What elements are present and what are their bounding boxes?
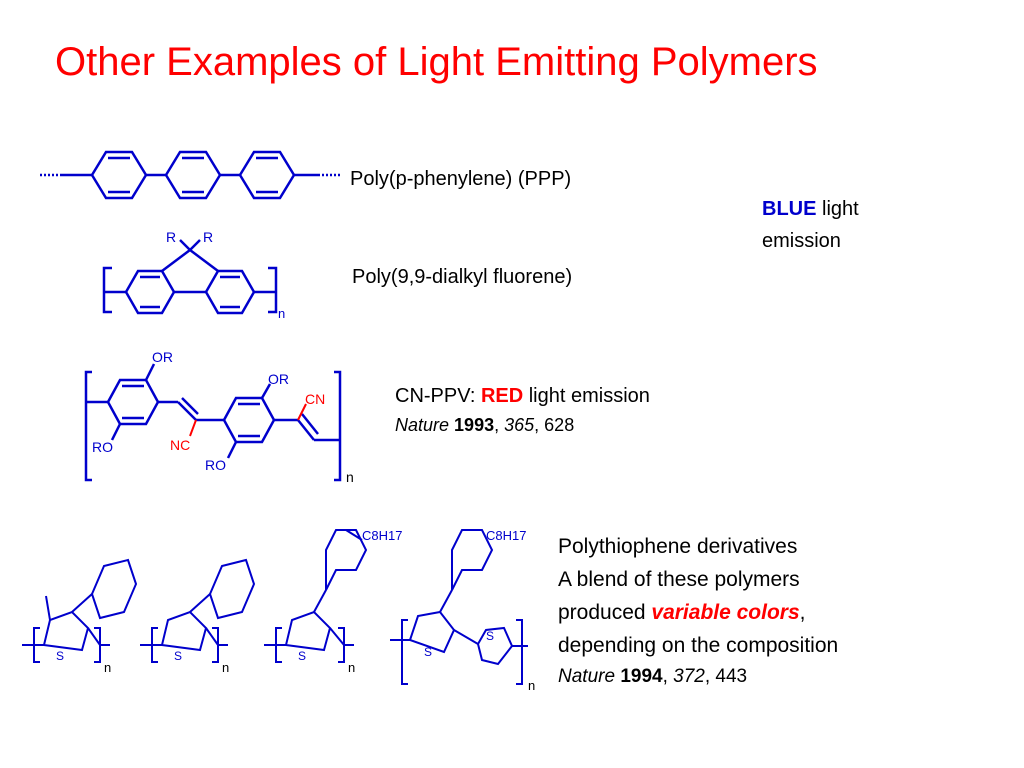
thio-line4: depending on the composition — [558, 634, 839, 657]
cnppv-year: 1993 — [454, 415, 495, 435]
thio-n1: n — [104, 660, 111, 675]
thio-n3: n — [348, 660, 355, 675]
cnppv-ro2: RO — [205, 457, 226, 473]
blue-accent: BLUE — [762, 198, 817, 220]
thio-year: 1994 — [620, 666, 663, 687]
cnppv-structure — [84, 363, 342, 482]
cnppv-volume: 365 — [504, 415, 535, 435]
thio-s5: S — [486, 629, 494, 643]
cnppv-journal: Nature — [395, 415, 450, 435]
thio-line3-suffix: , — [799, 601, 806, 624]
cnppv-or2: OR — [268, 371, 289, 387]
blue-note-rest: light — [816, 198, 859, 220]
thio-n2: n — [222, 660, 229, 675]
thio-s1: S — [56, 649, 64, 663]
thio-line3: produced variable colors, — [558, 601, 806, 625]
thio-line2: A blend of these polymers — [558, 568, 800, 591]
blue-note-line2: emission — [762, 230, 841, 252]
thio-s2: S — [174, 649, 182, 663]
page-title: Other Examples of Light Emitting Polymer… — [55, 40, 818, 84]
fluorene-r1: R — [166, 229, 176, 245]
thio-line1: Polythiophene derivatives — [558, 535, 798, 558]
cnppv-n: n — [346, 469, 354, 485]
cnppv-ro1: RO — [92, 439, 113, 455]
blue-note-line1: BLUE light — [762, 198, 859, 221]
fluorene-r2: R — [203, 229, 213, 245]
thio-variable-colors: variable colors — [651, 601, 800, 624]
cnppv-label-line: CN-PPV: RED light emission — [395, 385, 650, 408]
ppp-name: Poly(p-phenylene) (PPP) — [350, 168, 572, 190]
cnppv-or1: OR — [152, 349, 173, 365]
thio-citation: Nature 1994, 372, 443 — [558, 666, 748, 687]
cnppv-page: 628 — [544, 415, 575, 435]
fluorene-name: Poly(9,9-dialkyl fluorene) — [352, 266, 573, 288]
thiophene-structures — [22, 529, 528, 685]
red-accent: RED — [480, 385, 524, 407]
cnppv-cn-bonds — [189, 403, 307, 437]
ppp-structure — [40, 150, 342, 200]
thio-journal: Nature — [558, 666, 616, 687]
thio-s3: S — [298, 649, 306, 663]
fluorene-structure — [102, 239, 278, 315]
c8h17-label-2: C8H17 — [486, 528, 526, 543]
c8h17-label-1: C8H17 — [362, 528, 402, 543]
cnppv-rest: light emission — [523, 385, 650, 407]
cnppv-label: CN-PPV: — [395, 385, 481, 407]
cnppv-cn2: NC — [170, 437, 190, 453]
cnppv-citation: Nature 1993, 365, 628 — [395, 415, 575, 435]
cnppv-cn1: CN — [305, 391, 325, 407]
thio-page: 443 — [715, 666, 748, 687]
thio-volume: 372 — [673, 666, 705, 687]
thio-n4: n — [528, 678, 535, 693]
thio-line3-prefix: produced — [558, 601, 652, 624]
fluorene-n: n — [278, 306, 285, 321]
thio-s4: S — [424, 645, 432, 659]
